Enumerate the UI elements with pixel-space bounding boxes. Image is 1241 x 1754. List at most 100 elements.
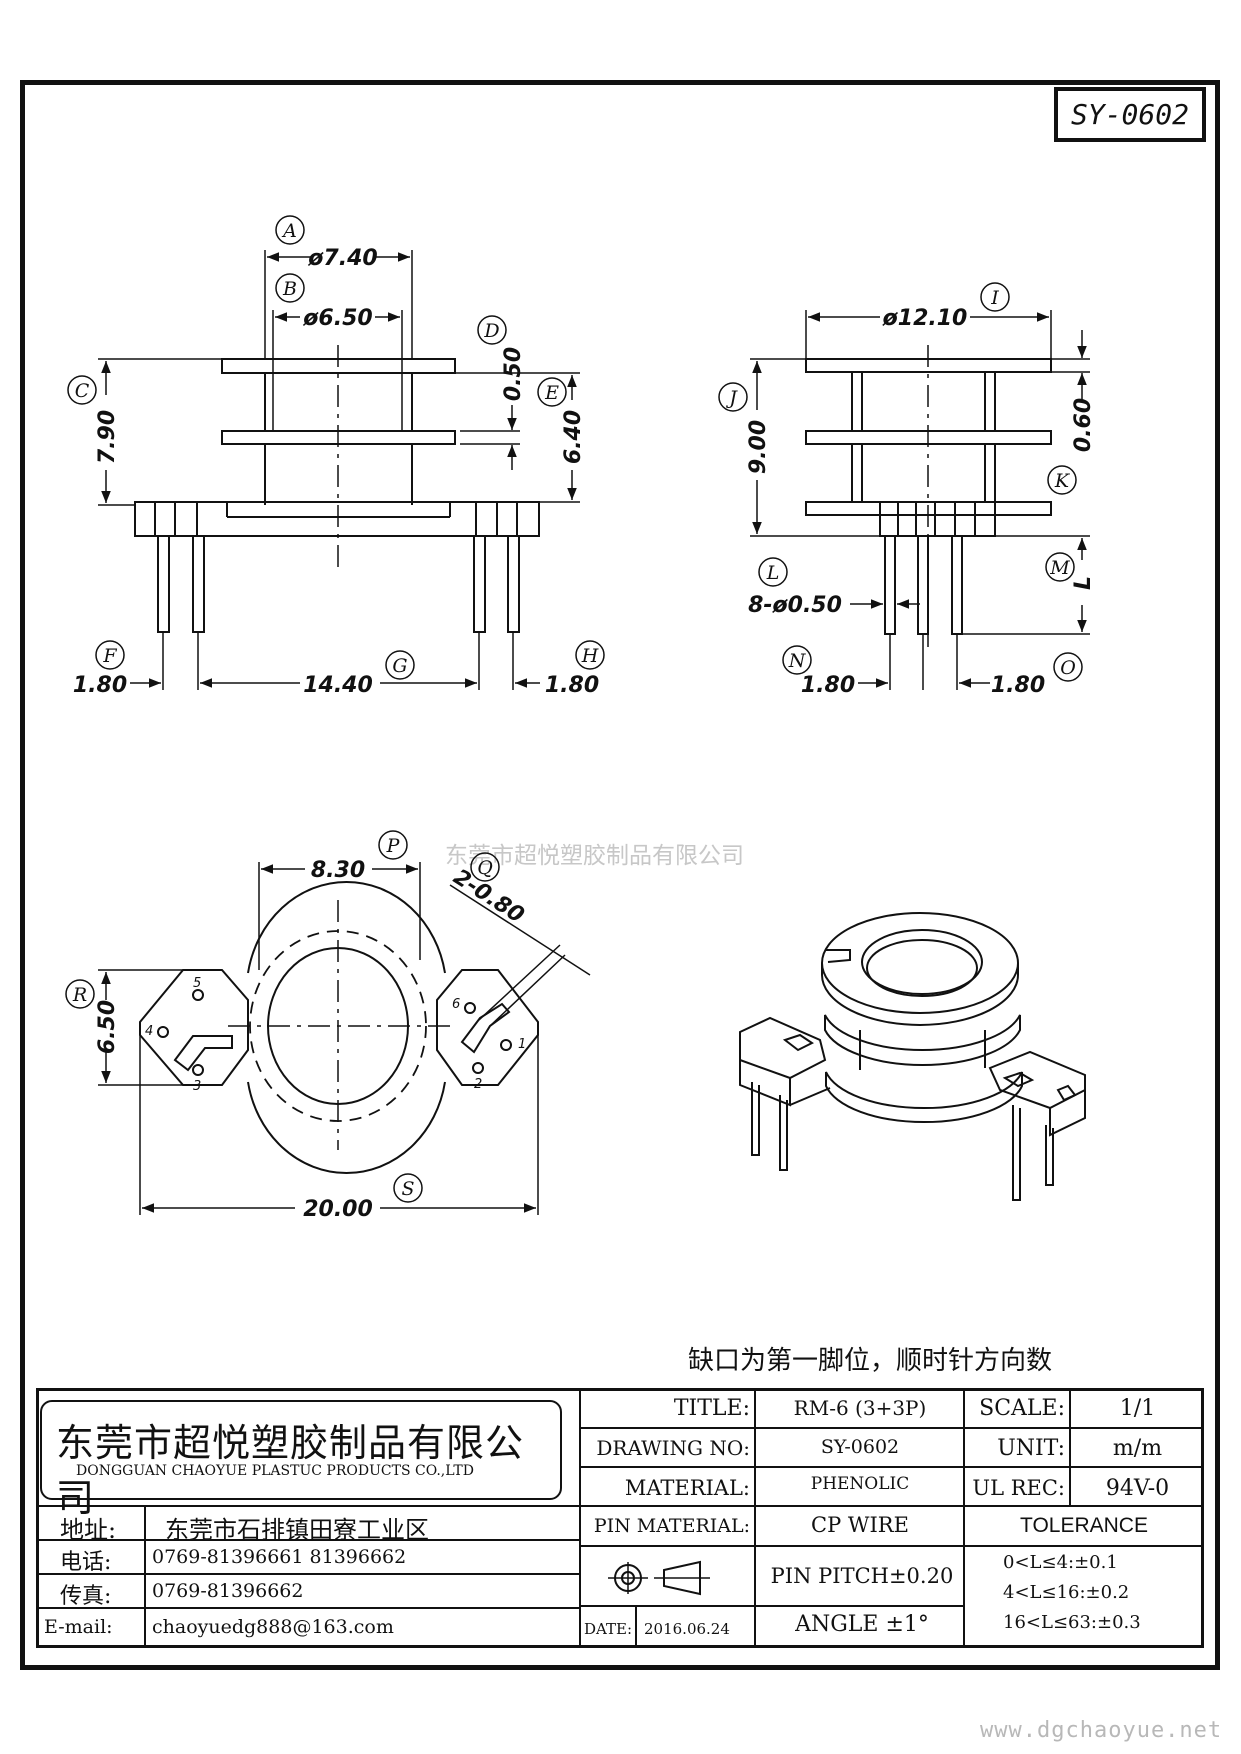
title-value: RM-6 (3+3P) [793,1396,927,1420]
title-label: TITLE: [673,1396,750,1421]
dim-180-a: 1.80 [73,673,127,698]
label-F: F [102,645,117,667]
pin-number-3: 3 [193,1079,201,1094]
fax-label: 传真: [60,1584,112,1609]
pin-1 [157,535,170,633]
label-B: B [282,278,297,300]
dim-740: ø7.40 [307,246,377,271]
label-J: J [725,387,738,409]
side-pin-2 [917,535,929,635]
front-view [98,250,580,690]
side-pin-1 [884,535,896,635]
email-label: E-mail: [44,1616,113,1638]
dim-2000: 20.00 [303,1197,373,1222]
dim-650-r: 6.50 [95,1000,120,1054]
iso-pin-4 [1045,1125,1054,1186]
pin-material-label: PIN MATERIAL: [593,1515,750,1537]
pin-hole-2 [472,1062,484,1074]
angle-tolerance: ANGLE ±1° [795,1612,929,1637]
pin-hole-6 [464,1002,476,1014]
iso-pin-1 [751,1082,760,1156]
pin-number-1: 1 [518,1037,526,1052]
email-value: chaoyuedg888@163.com [152,1616,394,1638]
dim-180-d: 1.80 [991,673,1045,698]
pin-material-value: CP WIRE [811,1513,909,1537]
pin-hole-3 [192,1064,204,1076]
title-block-grid [36,1388,1204,1648]
unit-value: m/m [1112,1436,1163,1461]
tolerance-1: 0<L≤4:±0.1 [1003,1552,1118,1573]
material-label: MATERIAL: [624,1476,750,1500]
dim-180-c: 1.80 [801,673,855,698]
dim-050: 0.50 [501,347,526,401]
pin-4 [507,535,520,633]
dim-830: 8.30 [311,858,365,883]
company-name-cn: 东莞市超悦塑胶制品有限公司 [56,1421,525,1520]
company-name-en: DONGGUAN CHAOYUE PLASTUC PRODUCTS CO.,LT… [76,1463,474,1479]
ul-rec-value: 94V-0 [1105,1476,1170,1501]
scale-value: 1/1 [1119,1396,1156,1421]
isometric-view [739,912,1086,1201]
company-box: 东莞市超悦塑胶制品有限公司 DONGGUAN CHAOYUE PLASTUC P… [40,1400,562,1520]
tel-label: 电话: [60,1550,112,1575]
iso-pin-3 [1012,1105,1021,1201]
pin-number-6: 6 [452,997,460,1012]
pin-2 [192,535,205,633]
tel-value: 0769-81396661 81396662 [152,1546,407,1568]
label-K: K [1054,470,1071,492]
pin-3 [473,535,486,633]
date-label: DATE: [584,1620,633,1638]
pin-note: 缺口为第一脚位，顺时针方向数 [688,1346,1053,1376]
label-L: L [766,562,780,584]
iso-left-block [739,1016,827,1080]
right-pin-pad [436,969,539,1086]
tolerance-3: 16<L≤63:±0.3 [1003,1612,1141,1633]
label-G: G [392,655,407,677]
title-block [36,1388,1204,1648]
label-C: C [75,380,90,402]
dim-L: L [1071,576,1096,590]
dim-1440: 14.40 [303,673,373,698]
scale-label: SCALE: [979,1396,1065,1421]
iso-top-flange [821,912,1019,1014]
pin-diameter: 8-ø0.50 [748,593,842,618]
dim-650: ø6.50 [302,306,372,331]
iso-middle-flange [824,1014,1021,1066]
label-E: E [544,382,559,404]
base-body [134,501,540,537]
label-R: R [72,984,87,1006]
label-O: O [1060,657,1076,679]
address-value: 东莞市石排镇田寮工业区 [165,1516,429,1544]
material-value: PHENOLIC [810,1474,910,1494]
fax-value: 0769-81396662 [152,1580,304,1602]
unit-label: UNIT: [997,1436,1065,1461]
tolerance-2: 4<L≤16:±0.2 [1003,1582,1130,1603]
iso-pin-2 [779,1095,788,1171]
drawing-code: SY-0602 [1054,87,1206,142]
label-Q: Q [477,857,493,879]
tolerance-label: TOLERANCE [1020,1514,1148,1537]
drawing-no-value: SY-0602 [820,1436,900,1458]
iso-bottom-flange [825,1071,1023,1124]
ul-rec-label: UL REC: [972,1476,1065,1500]
pin-hole-1 [500,1039,512,1051]
dim-900: 9.00 [746,420,771,474]
label-D: D [483,320,499,342]
website-watermark: www.dgchaoyue.net [980,1718,1223,1743]
pin-number-2: 2 [474,1077,482,1092]
pin-hole-4 [157,1026,169,1038]
dim-060: 0.60 [1071,398,1096,452]
left-pin-pad [139,969,249,1086]
label-S: S [401,1178,414,1200]
label-M: M [1049,557,1070,579]
dim-180-b: 1.80 [545,673,599,698]
drawing-no-label: DRAWING NO: [596,1436,750,1460]
iso-right-block [988,1050,1086,1110]
bottom-view [98,862,591,1215]
drawing-border [20,80,1220,1670]
side-pin-3 [951,535,963,635]
side-view [750,310,1090,690]
pin-hole-5 [192,989,204,1001]
side-base [879,501,996,537]
